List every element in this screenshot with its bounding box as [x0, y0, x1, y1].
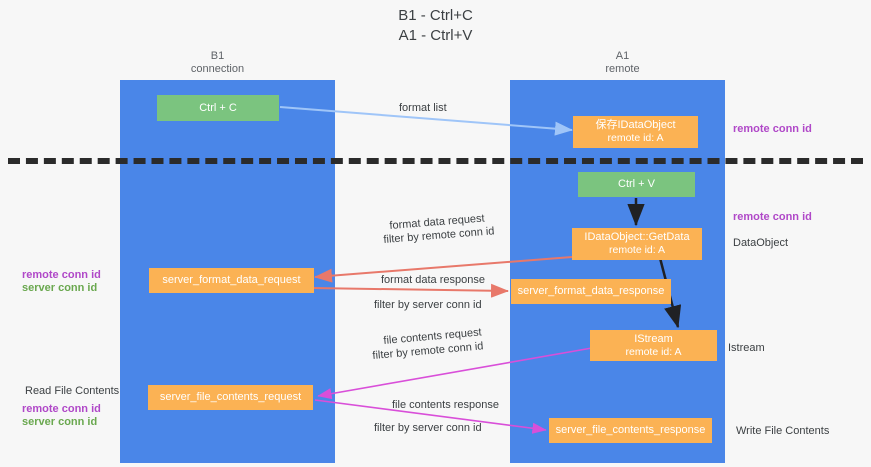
filter-key-server-conn-id-1: server conn id [412, 299, 482, 311]
title-line-2: A1 - Ctrl+V [398, 27, 473, 44]
annotation-istream: Istream [728, 342, 765, 354]
annotation-left-server-conn-id-2: server conn id [22, 416, 98, 428]
annotation-left-remote-conn-id-1: remote conn id [22, 269, 101, 281]
node-idataobject-getdata-label: IDataObject::GetData [584, 231, 690, 243]
node-istream-label: IStream [634, 332, 673, 345]
node-ctrl-c[interactable]: Ctrl + C [157, 95, 279, 121]
node-server-format-data-response[interactable]: server_format_data_response [511, 279, 671, 304]
annotation-remote-conn-id-mid: remote conn id [733, 211, 812, 223]
lane-header-a1-role: remote [605, 63, 640, 75]
node-idataobject-getdata-sub: remote id: A [608, 244, 666, 256]
node-server-file-contents-response[interactable]: server_file_contents_response [549, 418, 712, 443]
node-ctrl-c-label: Ctrl + C [199, 101, 237, 114]
edge-label-format-data-response: format data response [381, 274, 485, 286]
annotation-write-file-contents: Write File Contents [736, 425, 830, 437]
annotation-left-server-conn-id-1: server conn id [22, 282, 98, 294]
node-istream-sub: remote id: A [625, 345, 682, 358]
edge-label-format-data-response-filter: filter by server conn id [374, 299, 482, 312]
node-istream[interactable]: IStream remote id: A [590, 330, 717, 361]
node-save-idataobject[interactable]: 保存IDataObject remote id: A [573, 116, 698, 148]
node-save-idataobject-sub: remote id: A [607, 132, 664, 144]
filter-prefix-2: filter by [374, 299, 413, 311]
filter-prefix-1: filter by [383, 230, 423, 246]
diagram-title: B1 - Ctrl+C A1 - Ctrl+V [0, 6, 871, 46]
filter-prefix-4: filter by [374, 422, 413, 434]
title-line-1: B1 - Ctrl+C [398, 7, 473, 24]
annotation-read-file-contents: Read File Contents [25, 385, 120, 397]
edge-label-file-contents-response-filter: filter by server conn id [374, 422, 482, 435]
node-server-file-contents-response-label: server_file_contents_response [555, 424, 706, 436]
filter-prefix-3: filter by [372, 346, 412, 362]
edge-label-file-contents-response: file contents response [392, 399, 500, 411]
filter-key-server-conn-id-2: server conn id [412, 422, 482, 434]
lane-header-b1-role: connection [190, 63, 245, 75]
phase-divider [8, 158, 863, 164]
node-server-format-data-request[interactable]: server_format_data_request [149, 268, 314, 293]
node-ctrl-v[interactable]: Ctrl + V [578, 172, 695, 197]
annotation-left-remote-conn-id-2: remote conn id [22, 403, 101, 415]
lane-header-b1-name: B1 [210, 50, 225, 62]
lane-header-a1: A1 remote [555, 50, 690, 76]
node-ctrl-v-label: Ctrl + V [618, 178, 655, 190]
annotation-remote-conn-id-top: remote conn id [733, 123, 812, 135]
node-server-file-contents-request[interactable]: server_file_contents_request [148, 385, 313, 410]
node-server-format-data-request-label: server_format_data_request [162, 274, 301, 286]
edge-format-data-response [311, 283, 509, 298]
lane-header-b1: B1 connection [150, 50, 285, 76]
node-server-file-contents-request-label: server_file_contents_request [159, 391, 302, 403]
annotation-dataobject: DataObject [733, 237, 789, 249]
node-idataobject-getdata[interactable]: IDataObject::GetData remote id: A [572, 228, 702, 260]
lane-header-a1-name: A1 [615, 50, 630, 62]
node-server-format-data-response-label: server_format_data_response [517, 285, 665, 297]
edge-label-format-list: format list [399, 102, 447, 114]
node-save-idataobject-label: 保存IDataObject [595, 119, 676, 131]
